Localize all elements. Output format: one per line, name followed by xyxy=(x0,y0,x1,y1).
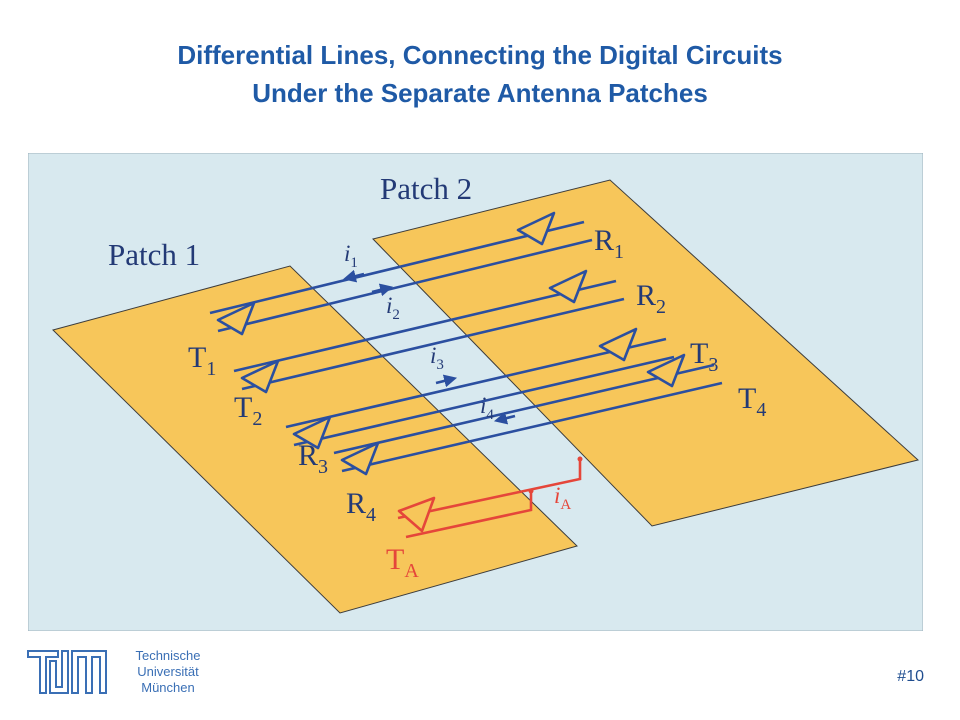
label-R3: R3 xyxy=(298,439,328,478)
university-name: Technische Universität München xyxy=(113,648,223,696)
label-T4: T4 xyxy=(738,382,766,421)
current-i3: i3 xyxy=(430,343,444,373)
current-iA: iA xyxy=(554,483,571,513)
university-name-line-2: Universität xyxy=(137,664,199,679)
current-i1: i1 xyxy=(344,241,358,271)
label-R2: R2 xyxy=(636,279,666,318)
receiver-R3 xyxy=(292,415,332,450)
driver-T4 xyxy=(646,353,686,388)
receiver-R1 xyxy=(516,211,556,246)
patch-2 xyxy=(372,179,920,527)
antenna-terminal-1 xyxy=(577,456,583,462)
current-i4: i4 xyxy=(480,393,494,423)
title-line-2: Under the Separate Antenna Patches xyxy=(252,78,708,108)
line-pair-1 xyxy=(209,220,593,333)
title-line-1: Differential Lines, Connecting the Digit… xyxy=(177,40,783,70)
arrow-i2 xyxy=(371,283,394,297)
driver-T2 xyxy=(240,359,280,394)
driver-T1 xyxy=(216,301,256,336)
receiver-R4 xyxy=(340,441,380,476)
label-T3: T3 xyxy=(690,337,718,376)
antenna-line xyxy=(397,461,582,539)
line-pair-4 xyxy=(333,363,723,473)
label-R4: R4 xyxy=(346,487,376,526)
line-pair-3 xyxy=(285,337,675,447)
tum-logo xyxy=(27,650,107,694)
receiver-R2 xyxy=(548,269,588,304)
label-T1: T1 xyxy=(188,341,216,380)
slide-number: #10 xyxy=(897,668,924,685)
differential-lines-diagram: Patch 1 Patch 2 R1 R2 T3 T4 T1 T2 R3 R4 … xyxy=(28,153,923,631)
label-TA: TA xyxy=(386,543,419,582)
arrow-i1 xyxy=(342,269,365,283)
patch-1-label: Patch 1 xyxy=(108,237,200,272)
patch-2-label: Patch 2 xyxy=(380,171,472,206)
antenna-terminal-2 xyxy=(528,488,534,494)
driver-T3 xyxy=(598,327,638,362)
line-pair-2 xyxy=(233,279,625,391)
arrow-i3 xyxy=(435,374,458,388)
current-i2: i2 xyxy=(386,293,400,323)
slide-title: Differential Lines, Connecting the Digit… xyxy=(0,36,960,112)
label-R1: R1 xyxy=(594,224,624,263)
arrow-i4 xyxy=(493,411,516,425)
university-name-line-1: Technische xyxy=(135,648,201,663)
university-name-line-3: München xyxy=(141,680,195,695)
label-T2: T2 xyxy=(234,391,262,430)
